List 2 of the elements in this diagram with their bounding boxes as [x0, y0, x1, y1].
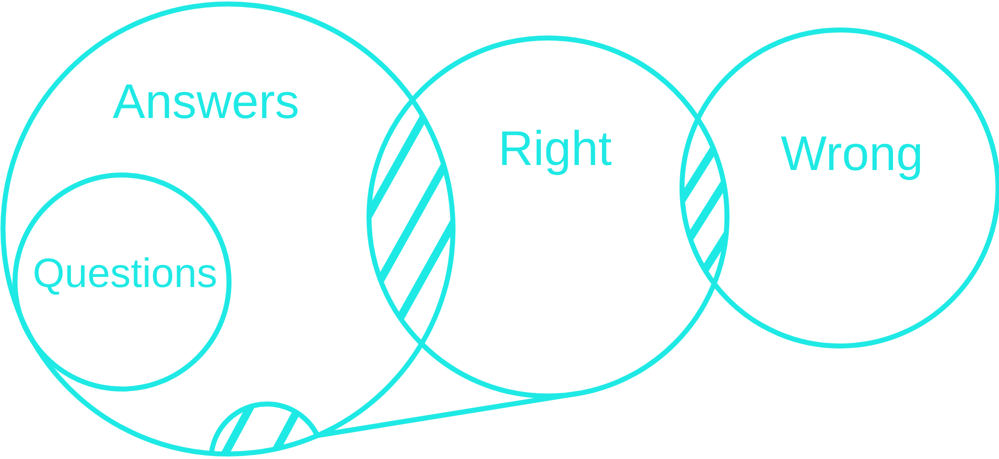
hatched-lens [208, 402, 320, 454]
connector-line [316, 390, 580, 438]
